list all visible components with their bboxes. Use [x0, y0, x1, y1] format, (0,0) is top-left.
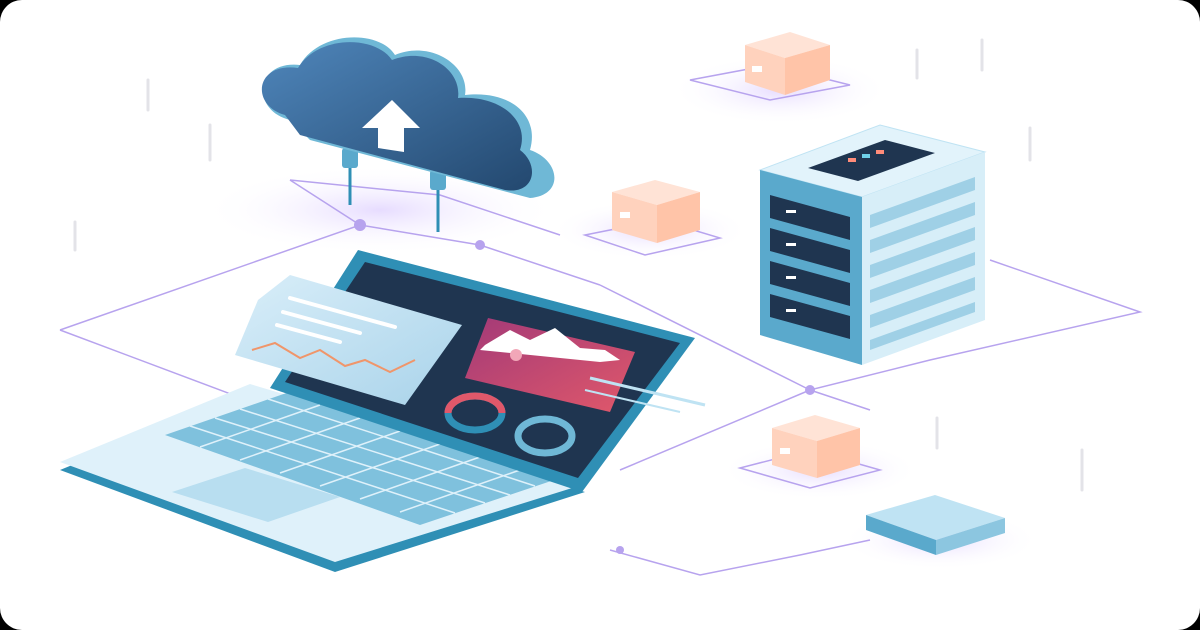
server-drive-bays — [770, 195, 850, 339]
laptop-trackpad — [172, 468, 340, 522]
package-box-icon — [612, 180, 700, 243]
package-box-icon — [745, 32, 830, 95]
network-nodes — [354, 219, 815, 554]
laptop-icon — [60, 250, 706, 572]
server-side-slots — [870, 177, 975, 350]
server-rack-icon — [758, 124, 987, 365]
screen-donut-charts — [444, 392, 576, 457]
laptop-keyboard — [165, 390, 560, 525]
package-box-icon — [772, 415, 860, 478]
device-slab-icon — [866, 495, 1005, 555]
screen-chart-panel — [465, 318, 635, 412]
decorative-streaks — [73, 38, 1084, 492]
cloud-upload-icon — [261, 37, 555, 232]
floating-report-card — [235, 275, 462, 405]
